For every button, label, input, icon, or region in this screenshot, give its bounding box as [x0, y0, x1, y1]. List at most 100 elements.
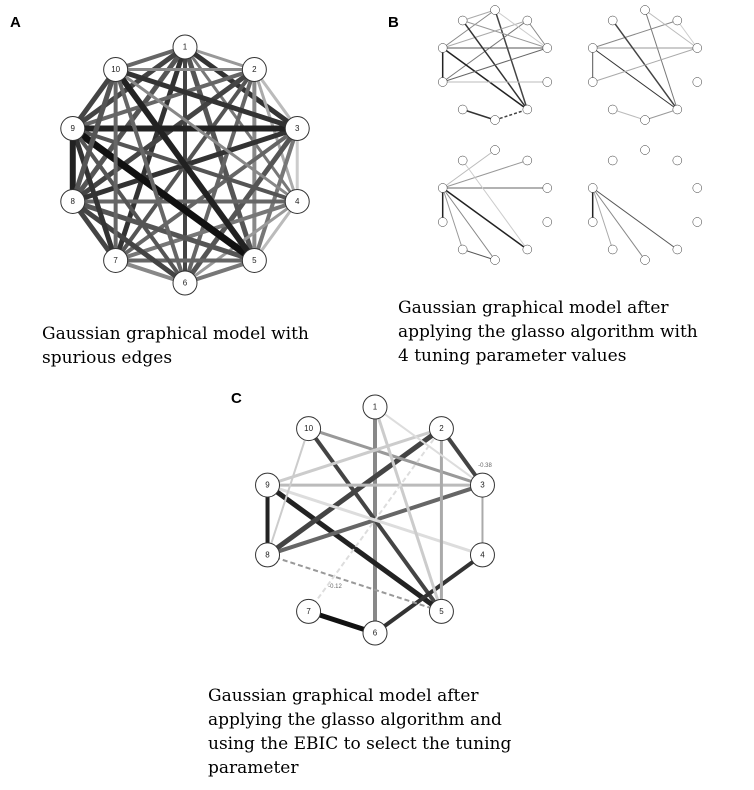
- graph-node: [672, 104, 683, 115]
- caption-line: Gaussian graphical model after: [208, 686, 479, 706]
- graph-edge: [442, 187, 464, 250]
- graph-edge: [373, 406, 443, 612]
- graph-node: [172, 270, 198, 296]
- graph-node: [284, 116, 310, 142]
- graph-node: [672, 15, 683, 26]
- graph-node: [469, 542, 495, 568]
- graph-edge: [70, 68, 119, 203]
- graph-edge: [70, 125, 257, 264]
- graph-edge: [644, 9, 698, 49]
- graph-node-label: 7: [113, 256, 118, 265]
- graph-node: [692, 217, 703, 227]
- graph-edge: [644, 109, 678, 121]
- caption-panel-a: Gaussian graphical model with spurious e…: [42, 322, 309, 370]
- graph-node-label: 6: [373, 629, 378, 638]
- graph-node-label: 9: [71, 124, 76, 133]
- graph-node-label: 9: [265, 481, 270, 490]
- graph-edge: [267, 427, 442, 487]
- caption-line: Gaussian graphical model with: [42, 324, 309, 344]
- graph-node: [437, 183, 448, 193]
- graph-node: [542, 77, 553, 87]
- graph-node: [428, 416, 454, 442]
- graph-node: [522, 244, 533, 255]
- graph-edge: [183, 46, 299, 203]
- graph-node: [607, 104, 618, 115]
- caption-line: spurious edges: [42, 348, 173, 368]
- graph-node: [457, 104, 468, 115]
- graph-node: [542, 43, 553, 53]
- graph-node-label: 1: [373, 403, 378, 412]
- graph-edge: [266, 426, 443, 557]
- caption-panel-b: Gaussian graphical model after applying …: [398, 296, 698, 368]
- graph-node-label: 3: [480, 481, 485, 490]
- graph-node: [587, 77, 598, 87]
- graph-node: [692, 43, 703, 53]
- panel-a-letter: A: [10, 14, 21, 31]
- graph-node: [469, 472, 495, 498]
- graph-edge: [308, 427, 483, 487]
- caption-line: Gaussian graphical model after: [398, 298, 669, 318]
- graph-edge: [462, 9, 496, 21]
- graph-edge: [114, 67, 298, 131]
- graph-node: [522, 104, 533, 115]
- graph-edge: [113, 68, 187, 284]
- graph-edge: [676, 20, 698, 49]
- caption-line: 4 tuning parameter values: [398, 346, 627, 366]
- graph-node-label: 2: [252, 65, 257, 74]
- graph-node: [490, 255, 500, 265]
- graph-edge: [462, 249, 496, 261]
- graph-node: [362, 394, 388, 420]
- graph-edge: [182, 127, 300, 285]
- graph-node-label: 10: [111, 65, 120, 74]
- graph-edge: [592, 47, 698, 83]
- graph-edge: [267, 553, 442, 613]
- graph-node: [255, 472, 281, 498]
- graph-edge: [71, 199, 187, 286]
- graph-node-label: 10: [304, 424, 313, 433]
- graph-node: [490, 145, 500, 155]
- graph-node: [296, 416, 322, 442]
- graph-panel-b-3: [437, 145, 553, 265]
- graph-node: [692, 183, 703, 193]
- graph-node: [672, 155, 683, 166]
- graph-node: [457, 155, 468, 166]
- graph-node: [607, 15, 618, 26]
- graph-node: [457, 15, 468, 26]
- graph-node-label: 2: [439, 424, 444, 433]
- graph-edge: [115, 199, 298, 263]
- graph-edge: [113, 67, 257, 263]
- graph-node: [241, 57, 267, 83]
- panel-c-letter: C: [231, 390, 242, 407]
- graph-edge: [71, 127, 187, 285]
- graph-node-label: 6: [183, 279, 188, 288]
- caption-line: applying the glasso algorithm with: [398, 322, 698, 342]
- graph-edge: [462, 20, 548, 49]
- graph-edge: [442, 47, 528, 111]
- panel-b-letter: B: [388, 14, 399, 31]
- graph-edge: [266, 428, 310, 556]
- graph-node: [640, 145, 650, 155]
- graph-edge: [72, 199, 256, 263]
- graph-node-label: 7: [306, 607, 311, 616]
- graph-node: [587, 183, 598, 193]
- graph-node: [542, 183, 553, 193]
- graph-edge: [526, 20, 548, 49]
- graph-node: [607, 244, 618, 255]
- graph-node: [522, 15, 533, 26]
- graph-node: [255, 542, 281, 568]
- graph-panel-b-4: [587, 145, 703, 265]
- graph-node: [457, 244, 468, 255]
- graph-node-label: 3: [295, 124, 300, 133]
- graph-edge: [592, 187, 678, 250]
- edge-weight-label: -0.38: [478, 463, 492, 469]
- graph-node: [284, 188, 310, 214]
- graph-edge: [462, 160, 528, 250]
- graph-node-label: 5: [439, 607, 444, 616]
- graph-edge: [592, 187, 614, 250]
- graph-edge: [442, 160, 528, 189]
- graph-node: [640, 5, 650, 15]
- graph-node: [60, 116, 86, 142]
- graph-node: [103, 247, 129, 273]
